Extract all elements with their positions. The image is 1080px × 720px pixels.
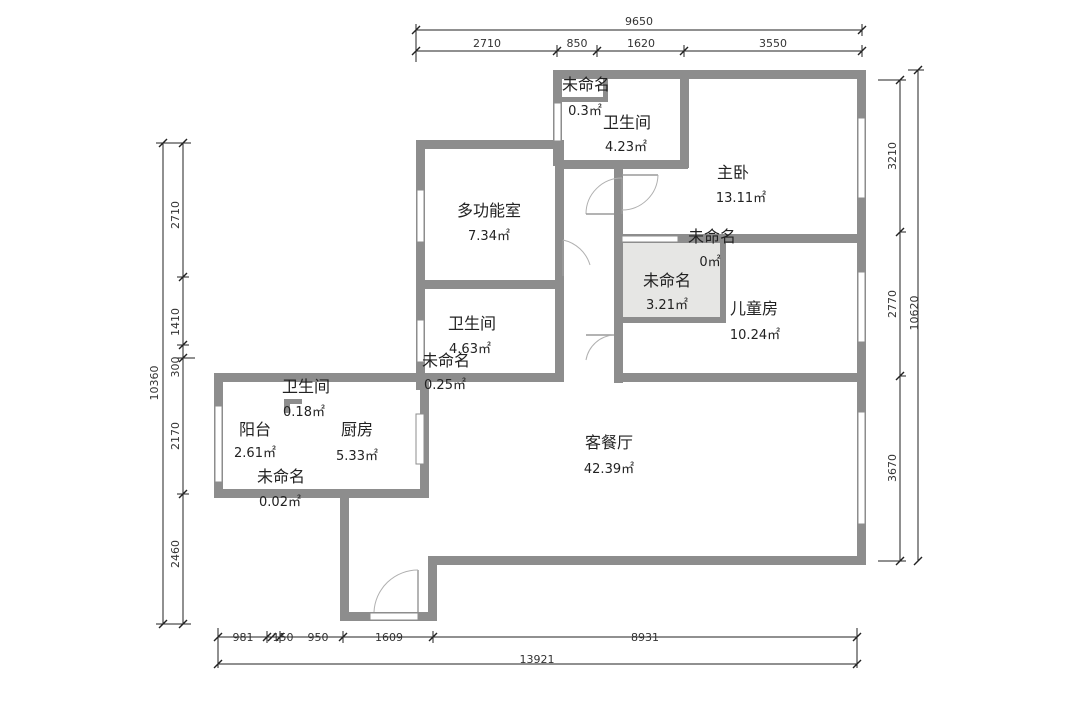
room-name-bath-small: 卫生间 <box>282 377 330 396</box>
right-dimensions: 3210 2770 3670 10620 <box>878 65 924 566</box>
room-area-kids-room: 10.24㎡ <box>730 328 780 343</box>
dim-top-1: 2710 <box>473 37 501 50</box>
room-name-living-dining: 客餐厅 <box>585 433 633 452</box>
dim-right-2: 2770 <box>886 290 899 318</box>
room-area-multi-room: 7.34㎡ <box>468 229 510 244</box>
dim-bottom-total: 13921 <box>520 653 555 666</box>
room-name-unnamed-hall: 未命名 <box>422 351 470 370</box>
dim-left-5: 2460 <box>169 540 182 568</box>
left-dimensions: 10360 2710 1410 300 2170 2460 <box>148 138 195 629</box>
dim-bottom-1: 981 <box>233 631 254 644</box>
dim-top-2: 850 <box>567 37 588 50</box>
room-area-kitchen: 5.33㎡ <box>336 449 378 464</box>
room-area-bath-mid: 4.63㎡ <box>449 342 491 357</box>
room-name-unnamed-low: 未命名 <box>257 467 305 486</box>
dim-bottom-2: 150 <box>273 631 294 644</box>
room-name-unnamed-top: 未命名 <box>562 75 610 94</box>
dim-right-3: 3670 <box>886 454 899 482</box>
dim-top-3: 1620 <box>627 37 655 50</box>
dim-left-1: 2710 <box>169 201 182 229</box>
dim-top-total: 9650 <box>625 15 653 28</box>
room-name-kids-room: 儿童房 <box>730 299 778 318</box>
room-name-multi-room: 多功能室 <box>457 201 521 220</box>
room-name-unnamed-mid: 未命名 <box>688 227 736 246</box>
bottom-dimensions: 981 150 950 1609 8931 13921 <box>213 628 862 669</box>
room-name-unnamed-grey: 未命名 <box>643 271 691 290</box>
dim-right-total: 10620 <box>908 296 921 331</box>
room-area-unnamed-low: 0.02㎡ <box>259 495 301 510</box>
dim-bottom-3: 950 <box>308 631 329 644</box>
doors <box>373 174 659 613</box>
room-name-bath-top: 卫生间 <box>603 113 651 132</box>
room-area-bath-small: 0.18㎡ <box>283 405 325 420</box>
dim-left-3: 300 <box>169 357 182 378</box>
room-name-kitchen: 厨房 <box>341 420 373 439</box>
dim-bottom-5: 8931 <box>631 631 659 644</box>
room-area-unnamed-hall: 0.25㎡ <box>424 378 466 393</box>
dim-left-total: 10360 <box>148 366 161 401</box>
room-labels: 未命名 0.3㎡ 卫生间 4.23㎡ 主卧 13.11㎡ 多功能室 7.34㎡ … <box>234 75 780 510</box>
room-area-master-bed: 13.11㎡ <box>716 191 766 206</box>
room-area-living-dining: 42.39㎡ <box>584 462 634 477</box>
grey-room-fill <box>622 242 720 320</box>
room-area-unnamed-mid: 0㎡ <box>699 255 720 270</box>
room-name-balcony: 阳台 <box>239 420 271 439</box>
windows <box>214 102 866 621</box>
dim-left-2: 1410 <box>169 308 182 336</box>
dim-left-4: 2170 <box>169 422 182 450</box>
top-dimensions: 9650 2710 850 1620 3550 <box>411 15 867 62</box>
walls <box>214 70 866 621</box>
room-area-unnamed-top: 0.3㎡ <box>568 104 602 119</box>
dim-bottom-4: 1609 <box>375 631 403 644</box>
room-name-master-bed: 主卧 <box>717 163 749 182</box>
room-area-balcony: 2.61㎡ <box>234 446 276 461</box>
dim-right-1: 3210 <box>886 142 899 170</box>
room-area-unnamed-grey: 3.21㎡ <box>646 298 688 313</box>
dim-top-4: 3550 <box>759 37 787 50</box>
room-name-bath-mid: 卫生间 <box>448 314 496 333</box>
room-area-bath-top: 4.23㎡ <box>605 140 647 155</box>
